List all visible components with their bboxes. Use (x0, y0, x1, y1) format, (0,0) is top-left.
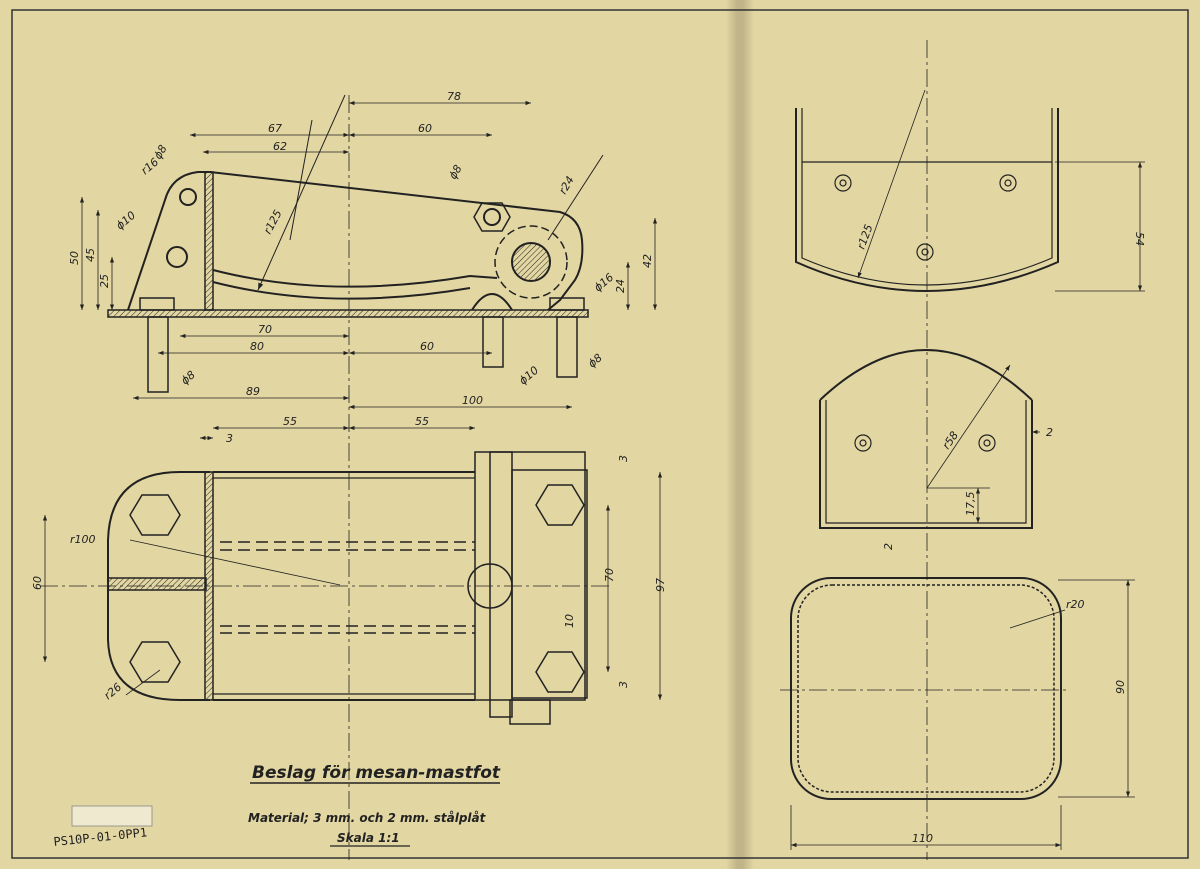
dim-r100: r100 (70, 533, 96, 546)
dim-3a: 3 (617, 455, 630, 462)
dim-97: 97 (654, 578, 667, 592)
dim-80: 80 (250, 340, 264, 353)
archive-stamp: PS10P-01-0PP1 (53, 805, 153, 849)
dim-55a: 55 (283, 415, 297, 428)
dim-89: 89 (246, 385, 260, 398)
scale-note: Skala 1:1 (337, 831, 400, 845)
side-view (107, 94, 604, 860)
dim-25: 25 (98, 274, 111, 288)
dim-78: 78 (447, 90, 461, 103)
top-view-dimensions (42, 425, 663, 700)
dim-phi16: ϕ16 (592, 271, 617, 295)
side-view-labels: 78 67 60 62 ϕ8 r16 ϕ8 r24 r125 ϕ10 50 45… (68, 90, 654, 407)
side-view-dimensions (79, 100, 658, 410)
dim-2b: 2 (882, 543, 895, 550)
dim-phi8d: ϕ8 (586, 351, 605, 370)
dim-r58: r58 (940, 429, 961, 452)
top-view (40, 451, 610, 725)
dim-110: 110 (912, 832, 933, 845)
dim-r125: r125 (261, 208, 284, 237)
dim-60b: 60 (420, 340, 434, 353)
bottom-view (780, 577, 1135, 850)
dim-70: 70 (258, 323, 272, 336)
end-view-labels: r125 54 (855, 223, 1146, 251)
dim-2a: 2 (1046, 426, 1053, 439)
dim-62: 62 (273, 140, 287, 153)
dim-54: 54 (1133, 232, 1146, 246)
dim-phi8c: ϕ8 (179, 368, 198, 387)
dim-r26: r26 (102, 680, 125, 702)
dim-r20: r20 (1066, 598, 1085, 611)
title-block: Beslag för mesan-mastfot Material; 3 mm.… (248, 763, 501, 847)
section-view (819, 349, 1040, 529)
end-view (795, 40, 1145, 860)
dim-100: 100 (462, 394, 483, 407)
dim-42: 42 (641, 254, 654, 268)
dim-55b: 55 (415, 415, 429, 428)
sheet-border (11, 9, 1189, 859)
dim-50: 50 (68, 251, 81, 265)
dim-70-top: 70 (603, 568, 616, 582)
dim-3b: 3 (617, 681, 630, 688)
dim-90: 90 (1114, 680, 1127, 694)
dim-67: 67 (268, 122, 282, 135)
bottom-view-labels: r20 90 110 (912, 598, 1127, 845)
dim-r24: r24 (556, 174, 577, 197)
dim-24: 24 (614, 279, 627, 293)
dim-45: 45 (84, 248, 97, 262)
dim-phi8b: ϕ8 (446, 163, 464, 182)
dim-10: 10 (563, 614, 576, 628)
dim-17-5: 17,5 (964, 492, 977, 517)
dim-phi10: ϕ10 (114, 209, 139, 233)
drawing-title: Beslag för mesan-mastfot (252, 763, 501, 783)
dim-phi10b: ϕ10 (517, 364, 542, 388)
drawing-number: PS10P-01-0PP1 (53, 825, 148, 849)
dim-60-top: 60 (31, 576, 44, 590)
dim-60: 60 (418, 122, 432, 135)
material-note: Material; 3 mm. och 2 mm. stålplåt (248, 811, 487, 825)
paper-fold (726, 0, 754, 869)
dim-phi8a: ϕ8 (151, 143, 169, 162)
dim-3: 3 (226, 432, 233, 445)
